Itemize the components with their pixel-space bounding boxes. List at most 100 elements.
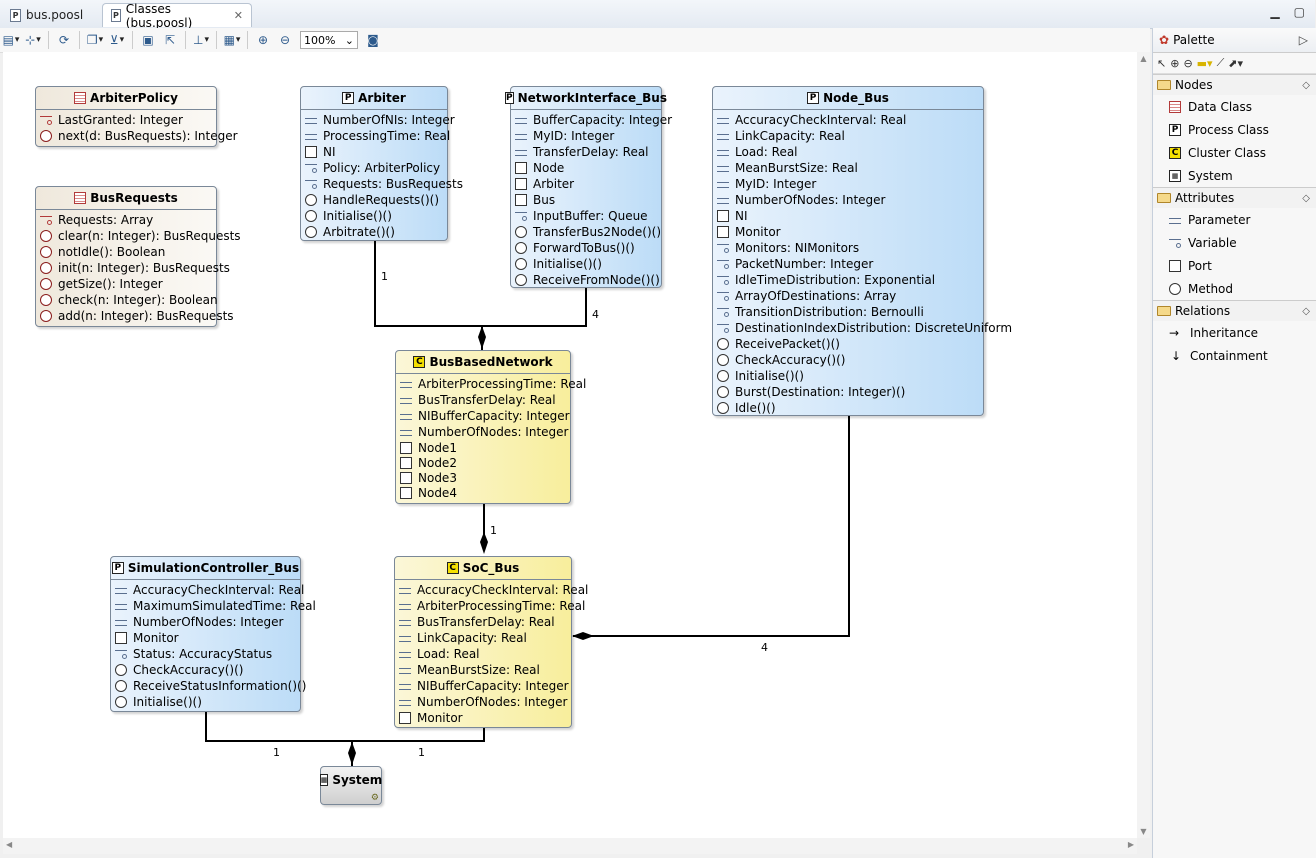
note-tool-icon[interactable]: ▬▾ xyxy=(1196,56,1213,70)
member-parameter[interactable]: NIBufferCapacity: Integer xyxy=(400,408,570,424)
connector-tool-icon[interactable]: ⟋ xyxy=(1216,56,1225,69)
member-variable[interactable]: PacketNumber: Integer xyxy=(717,256,983,272)
member-port[interactable]: Node1 xyxy=(400,440,570,455)
filter-icon[interactable]: ⊻ xyxy=(108,31,126,49)
member-port[interactable]: NI xyxy=(717,208,983,224)
scroll-down-icon[interactable]: ▼ xyxy=(1140,827,1147,836)
member-parameter[interactable]: NumberOfNodes: Integer xyxy=(400,424,570,440)
zoom-out-tool-icon[interactable]: ⊖ xyxy=(1183,56,1193,70)
member-parameter[interactable]: Load: Real xyxy=(717,144,983,160)
member-port[interactable]: Node4 xyxy=(400,485,570,500)
member-port[interactable]: Node2 xyxy=(400,455,570,470)
member-port[interactable]: Bus xyxy=(515,192,661,208)
refresh-icon[interactable]: ⟳ xyxy=(58,33,70,47)
member-parameter[interactable]: LinkCapacity: Real xyxy=(717,128,983,144)
scroll-up-icon[interactable]: ▲ xyxy=(1140,54,1147,63)
member-port[interactable]: Arbiter xyxy=(515,176,661,192)
member-method[interactable]: getSize(): Integer xyxy=(40,276,216,292)
member-port[interactable]: Node xyxy=(515,160,661,176)
scroll-left-icon[interactable]: ◀ xyxy=(6,840,13,849)
member-method[interactable]: Initialise()() xyxy=(717,368,983,384)
member-parameter[interactable]: Load: Real xyxy=(399,646,571,662)
vertical-scrollbar[interactable]: ▲ ▼ xyxy=(1137,52,1150,838)
member-variable[interactable]: ArrayOfDestinations: Array xyxy=(717,288,983,304)
member-method[interactable]: ForwardToBus()() xyxy=(515,240,661,256)
member-parameter[interactable]: AccuracyCheckInterval: Real xyxy=(115,582,304,598)
member-variable[interactable]: Policy: ArbiterPolicy xyxy=(305,160,447,176)
member-parameter[interactable]: NIBufferCapacity: Integer xyxy=(399,678,571,694)
layout-icon[interactable]: ⊥ xyxy=(192,31,210,49)
export-image-icon[interactable]: ◙ xyxy=(367,33,379,47)
collapse-icon[interactable]: ◇ xyxy=(1302,192,1310,204)
member-port[interactable]: Monitor xyxy=(115,630,300,646)
member-variable[interactable]: Requests: BusRequests xyxy=(305,176,463,192)
member-method[interactable]: notIdle(): Boolean xyxy=(40,244,216,260)
member-variable[interactable]: DestinationIndexDistribution: DiscreteUn… xyxy=(717,320,1012,336)
close-icon[interactable]: ✕ xyxy=(233,9,243,22)
palette-group-relations[interactable]: Relations◇ xyxy=(1153,300,1316,321)
arrange-icon[interactable]: ▤ xyxy=(2,31,20,49)
paste-icon[interactable]: ▦ xyxy=(223,31,241,49)
tab-bus-poosl[interactable]: P bus.poosl xyxy=(2,3,102,27)
member-variable[interactable]: InputBuffer: Queue xyxy=(515,208,661,224)
member-port[interactable]: NI xyxy=(305,144,447,160)
zoom-in-tool-icon[interactable]: ⊕ xyxy=(1170,56,1180,70)
member-method[interactable]: ReceiveStatusInformation()() xyxy=(115,678,306,694)
member-parameter[interactable]: MyID: Integer xyxy=(515,128,661,144)
member-variable[interactable]: Monitors: NIMonitors xyxy=(717,240,983,256)
member-method[interactable]: add(n: Integer): BusRequests xyxy=(40,308,234,324)
member-variable[interactable]: Status: AccuracyStatus xyxy=(115,646,300,662)
zoom-in-icon[interactable]: ⊕ xyxy=(257,33,269,47)
member-parameter[interactable]: MeanBurstSize: Real xyxy=(399,662,571,678)
zoom-select[interactable]: 100%⌄ xyxy=(300,31,358,49)
palette-group-attributes[interactable]: Attributes◇ xyxy=(1153,187,1316,208)
member-method[interactable]: ReceivePacket()() xyxy=(717,336,983,352)
member-parameter[interactable]: ProcessingTime: Real xyxy=(305,128,450,144)
member-method[interactable]: Initialise()() xyxy=(515,256,661,272)
member-method[interactable]: Burst(Destination: Integer)() xyxy=(717,384,983,400)
select-all-icon[interactable]: ⊹ xyxy=(24,31,42,49)
member-parameter[interactable]: AccuracyCheckInterval: Real xyxy=(399,582,588,598)
scroll-right-icon[interactable]: ▶ xyxy=(1127,840,1134,849)
member-parameter[interactable]: NumberOfNodes: Integer xyxy=(717,192,983,208)
member-method[interactable]: CheckAccuracy()() xyxy=(115,662,300,678)
select-tool-icon[interactable]: ↖ xyxy=(1157,56,1167,70)
palette-group-nodes[interactable]: Nodes◇ xyxy=(1153,74,1316,95)
horizontal-scrollbar[interactable]: ◀ ▶ xyxy=(3,838,1137,854)
member-method[interactable]: check(n: Integer): Boolean xyxy=(40,292,218,308)
member-method[interactable]: TransferBus2Node()() xyxy=(515,224,661,240)
collapse-icon[interactable]: ◇ xyxy=(1302,305,1310,317)
member-parameter[interactable]: MyID: Integer xyxy=(717,176,983,192)
member-method[interactable]: Initialise()() xyxy=(115,694,300,710)
hide-icon[interactable]: ▣ xyxy=(142,33,154,47)
palette-item-variable[interactable]: Variable xyxy=(1153,231,1316,254)
member-parameter[interactable]: ArbiterProcessingTime: Real xyxy=(399,598,585,614)
member-method[interactable]: Arbitrate()() xyxy=(305,224,447,240)
palette-item-parameter[interactable]: Parameter xyxy=(1153,208,1316,231)
member-variable[interactable]: LastGranted: Integer xyxy=(40,112,216,128)
member-port[interactable]: Node3 xyxy=(400,470,570,485)
member-parameter[interactable]: ArbiterProcessingTime: Real xyxy=(400,376,586,392)
member-parameter[interactable]: BusTransferDelay: Real xyxy=(400,392,570,408)
member-method[interactable]: next(d: BusRequests): Integer xyxy=(40,128,238,144)
pin-icon[interactable]: ⇱ xyxy=(164,33,176,47)
member-method[interactable]: init(n: Integer): BusRequests xyxy=(40,260,230,276)
member-method[interactable]: HandleRequests()() xyxy=(305,192,447,208)
member-method[interactable]: Idle()() xyxy=(717,400,983,416)
member-parameter[interactable]: BusTransferDelay: Real xyxy=(399,614,571,630)
palette-item-system[interactable]: ▦System xyxy=(1153,164,1316,187)
shape-tool-icon[interactable]: ⬈▾ xyxy=(1228,56,1244,70)
palette-item-method[interactable]: Method xyxy=(1153,277,1316,300)
member-variable[interactable]: Requests: Array xyxy=(40,212,216,228)
member-port[interactable]: Monitor xyxy=(399,710,571,725)
member-parameter[interactable]: NumberOfNodes: Integer xyxy=(399,694,571,710)
